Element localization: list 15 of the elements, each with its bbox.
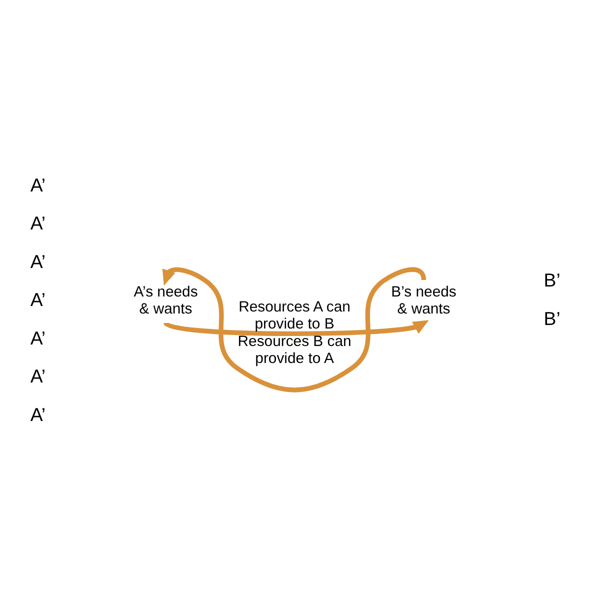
label: A’ xyxy=(30,326,46,348)
arrow xyxy=(162,266,426,392)
label: B’ xyxy=(544,307,560,328)
label: B’ xyxy=(544,269,560,290)
node-text: A’s needs & wants xyxy=(134,283,198,317)
edge-label: Resources B can provide to A xyxy=(238,332,352,366)
label: A’ xyxy=(30,365,46,386)
label: A’ xyxy=(30,250,46,272)
node-text: B’s needs & wants xyxy=(391,283,456,317)
label: A’ xyxy=(30,403,46,424)
edge-label: Resources A can provide to B xyxy=(238,298,350,332)
label: A’ xyxy=(30,288,46,310)
arrow xyxy=(164,320,429,336)
label: A’ xyxy=(30,212,46,234)
label: A’ xyxy=(30,174,46,195)
